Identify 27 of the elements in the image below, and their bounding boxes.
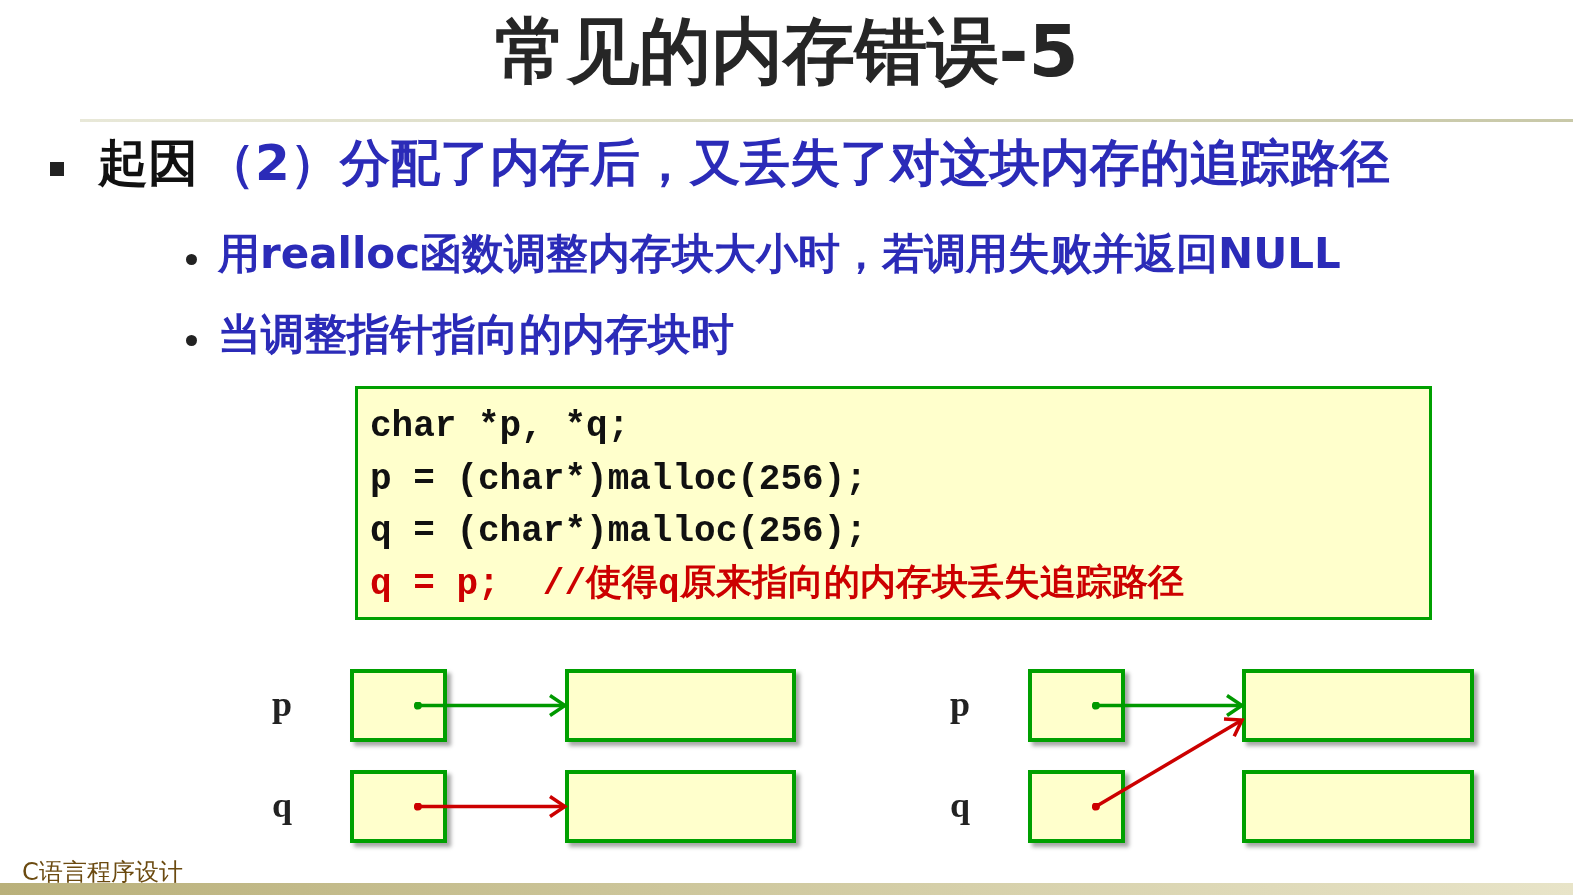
heading-text: （2）分配了内存后，又丢失了对这块内存的追踪路径 [205,133,1390,194]
pointer-arrow [1091,717,1244,811]
bullet-text: 用realloc函数调整内存块大小时，若调用失败并返回NULL [218,228,1341,280]
memory-cell [350,770,447,843]
pointer-name: q [950,784,971,826]
pointer-name: q [272,784,293,826]
memory-cell [1242,669,1474,742]
pointer-arrow [1091,693,1244,718]
code-panel [355,386,1432,620]
pointer-name: p [950,683,971,725]
bullet-text: 当调整指针指向的内存块时 [218,308,734,361]
memory-cell [350,669,447,742]
memory-cell [565,669,796,742]
heading-lead: 起因 [98,133,198,194]
code-line: p = (char*)malloc(256); [370,457,868,502]
code-line: q = p; //使得q原来指向的内存块丢失追踪路径 [370,562,1185,607]
memory-cell [565,770,796,843]
pointer-arrow [413,794,567,819]
memory-cell [1242,770,1474,843]
code-line: char *p, *q; [370,405,631,449]
slide-title: 常见的内存错误-5 [493,8,1080,95]
memory-cell [1028,770,1125,843]
footer-text: C语言程序设计 [22,857,183,888]
pointer-name: p [272,683,293,725]
code-line: q = (char*)malloc(256); [370,510,868,554]
pointer-arrow [413,693,567,718]
memory-cell [1028,669,1125,742]
